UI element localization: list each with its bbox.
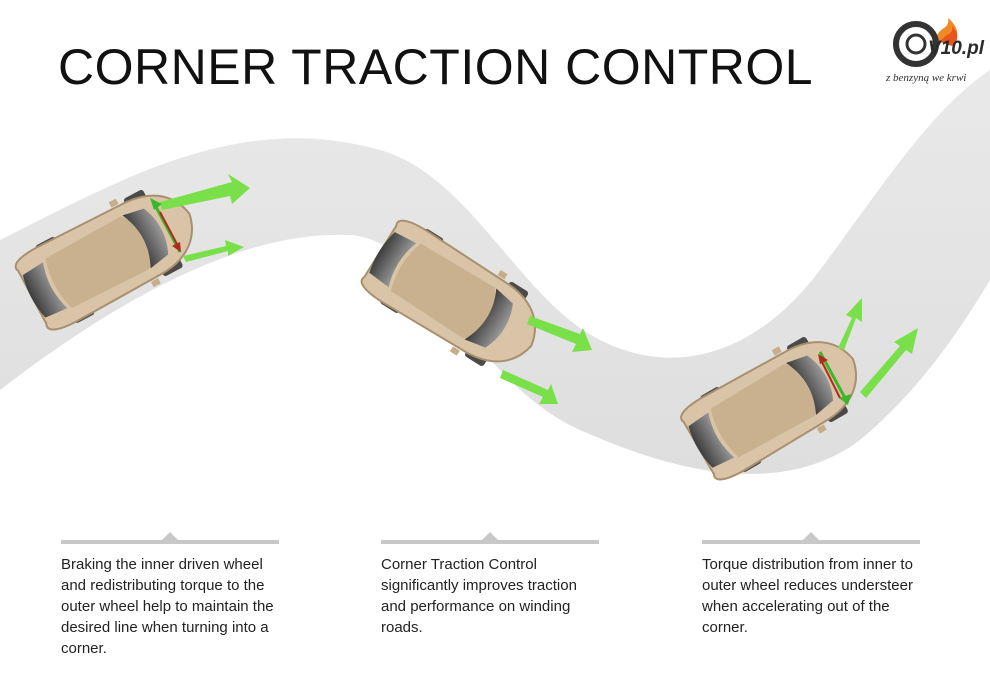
tire-icon [893,21,939,67]
caption-2-rule [381,540,599,544]
v10-logo [893,18,958,67]
arrow-green [527,316,592,352]
caption-2-notch [481,532,499,541]
arrow-green [838,298,862,350]
arrow-red-brake [821,361,841,399]
caption-1: Braking the inner driven wheel and redis… [61,556,274,657]
logo-tagline: z benzyną we krwi [886,72,967,84]
logo-wordmark: V10.pl [928,38,984,59]
page-title: CORNER TRACTION CONTROL [58,39,814,95]
road [0,70,990,474]
car-1-arrows [150,174,250,262]
caption-2: Corner Traction Control significantly im… [381,556,577,636]
arrow-green [500,370,558,404]
car-3-arrows [818,298,918,405]
caption-3-rule [702,540,920,544]
flame-icon [935,18,958,46]
caption-1-rule [61,540,279,544]
caption-3-notch [802,532,820,541]
arrow-red-brake [159,211,179,247]
car-2-arrows [500,316,592,404]
arrow-green [860,328,918,398]
arrow-green [183,240,244,262]
arrow-green [160,174,250,210]
caption-3: Torque distribution from inner to outer … [702,556,913,636]
caption-1-notch [161,532,179,541]
